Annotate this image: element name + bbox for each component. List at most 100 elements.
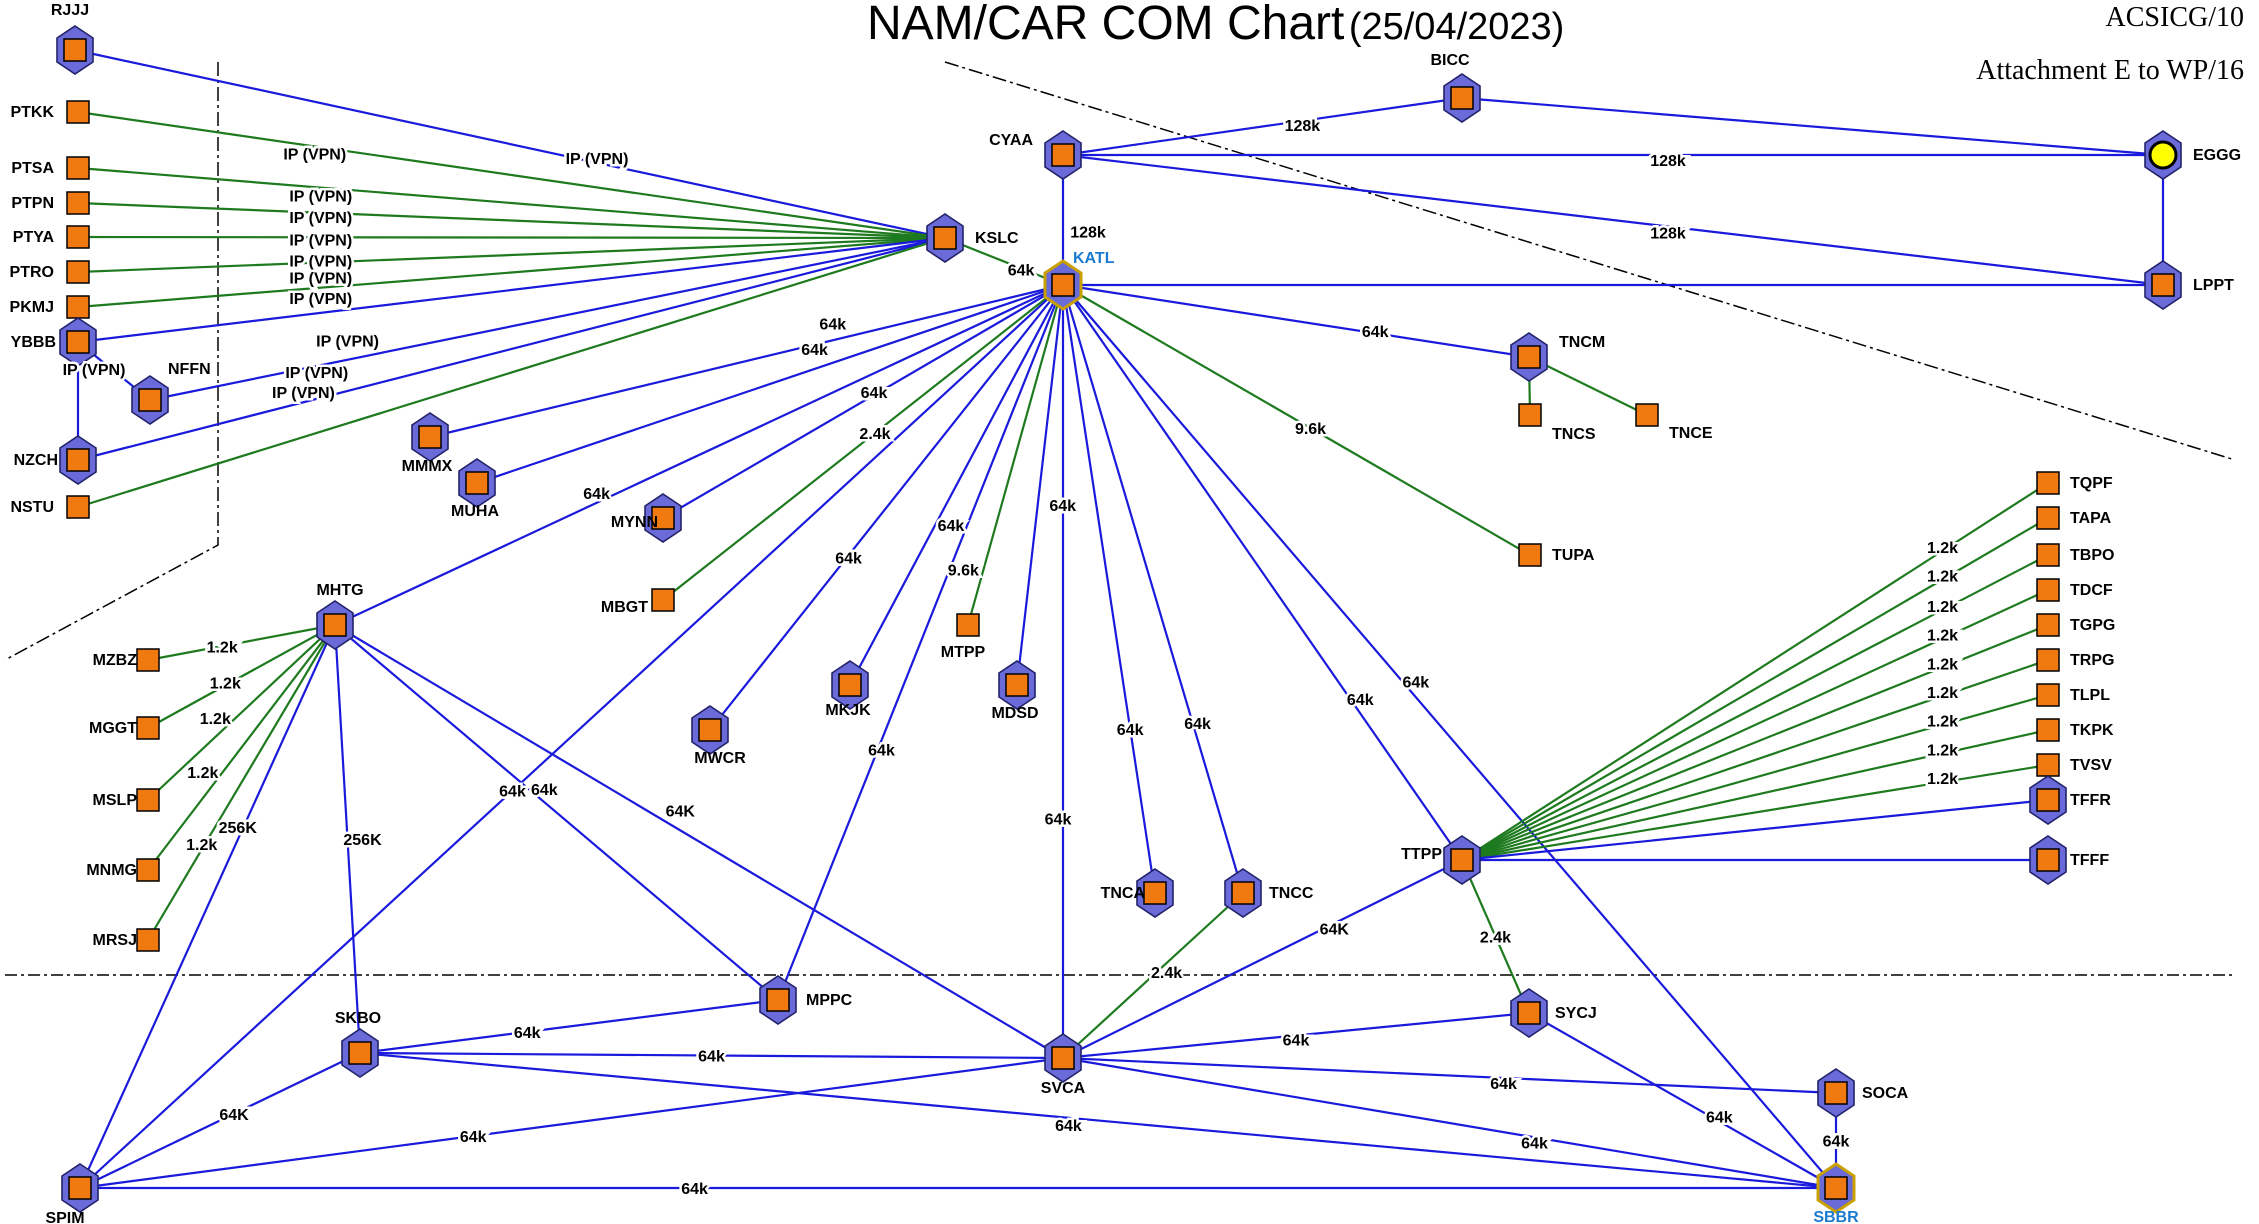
link-line xyxy=(77,166,946,240)
node-tnca[interactable]: TNCA xyxy=(1101,868,1174,918)
link-line xyxy=(1062,96,1463,157)
node-tqpf[interactable]: TQPF xyxy=(2036,471,2113,495)
node-soca[interactable]: SOCA xyxy=(1817,1068,1909,1118)
node-label: TVSV xyxy=(2070,757,2112,774)
node-ybbb[interactable]: YBBB xyxy=(11,317,97,367)
node-nffn[interactable]: NFFN xyxy=(131,361,211,425)
node-sbbr[interactable]: SBBR xyxy=(1813,1162,1859,1224)
node-mtpp[interactable]: MTPP xyxy=(941,613,986,661)
link-mhtg-mrsj xyxy=(147,624,336,941)
link-nffn-kslc xyxy=(149,236,946,402)
node-ptro[interactable]: PTRO xyxy=(10,260,90,284)
link-line xyxy=(1461,658,2049,862)
node-ptkk[interactable]: PTKK xyxy=(10,100,90,124)
station-square-icon xyxy=(2036,613,2060,637)
node-ptya[interactable]: PTYA xyxy=(13,225,90,249)
link-label: 64k xyxy=(868,743,895,760)
link-katl-mbgt xyxy=(662,284,1064,601)
node-mmmx[interactable]: MMMX xyxy=(402,412,453,475)
station-square-icon xyxy=(2036,753,2060,777)
node-ttpp[interactable]: TTPP xyxy=(1401,835,1481,885)
node-mrsj[interactable]: MRSJ xyxy=(93,928,160,952)
node-tnce[interactable]: TNCE xyxy=(1635,403,1713,442)
node-nstu[interactable]: NSTU xyxy=(10,495,90,519)
node-tlpl[interactable]: TLPL xyxy=(2036,683,2110,707)
node-ptpn[interactable]: PTPN xyxy=(11,191,90,215)
node-bicc[interactable]: BICC xyxy=(1430,52,1481,123)
node-pkmj[interactable]: PKMJ xyxy=(10,295,90,319)
node-trpg[interactable]: TRPG xyxy=(2036,648,2114,672)
node-ptsa[interactable]: PTSA xyxy=(11,156,90,180)
link-line xyxy=(1062,1011,1530,1060)
node-tncs[interactable]: TNCS xyxy=(1518,403,1596,443)
node-cyaa[interactable]: CYAA xyxy=(989,130,1082,180)
node-mhtg[interactable]: MHTG xyxy=(316,582,364,650)
link-line xyxy=(77,236,946,462)
node-katl[interactable]: KATL xyxy=(1043,250,1115,311)
link-line xyxy=(334,624,779,1001)
node-mzbz[interactable]: MZBZ xyxy=(93,648,160,672)
link-line xyxy=(359,1051,1837,1190)
node-tdcf[interactable]: TDCF xyxy=(2036,578,2113,602)
link-svca-soca xyxy=(1062,1056,1837,1095)
boundary-pacific xyxy=(4,62,219,661)
link-label: 1.2k xyxy=(1927,656,1958,673)
link-katl-muha xyxy=(476,283,1064,485)
station-square-icon xyxy=(2036,578,2060,602)
node-mggt[interactable]: MGGT xyxy=(89,716,160,740)
node-mnmg[interactable]: MNMG xyxy=(86,858,160,882)
node-mppc[interactable]: MPPC xyxy=(759,975,853,1025)
node-mwcr[interactable]: MWCR xyxy=(691,705,746,767)
link-line xyxy=(1062,859,1463,1059)
node-tffr[interactable]: TFFR xyxy=(2029,775,2111,825)
link-mhtg-skbo xyxy=(333,624,362,1054)
link-line xyxy=(966,284,1065,626)
station-square-icon xyxy=(1231,881,1255,905)
link-katl-spim xyxy=(79,284,1064,1189)
station-square-icon xyxy=(1824,1176,1848,1200)
node-mslp[interactable]: MSLP xyxy=(93,788,160,812)
node-tfff[interactable]: TFFF xyxy=(2029,835,2109,885)
node-skbo[interactable]: SKBO xyxy=(335,1010,381,1078)
link-line xyxy=(1528,356,1648,416)
link-line xyxy=(147,623,336,662)
node-spim[interactable]: SPIM xyxy=(45,1163,99,1224)
node-label: BICC xyxy=(1430,52,1470,69)
node-tupa[interactable]: TUPA xyxy=(1518,543,1595,567)
link-line xyxy=(77,235,946,240)
node-tbpo[interactable]: TBPO xyxy=(2036,543,2114,567)
node-mdsd[interactable]: MDSD xyxy=(991,660,1039,722)
station-square-icon xyxy=(66,225,90,249)
node-eggg[interactable]: EGGG xyxy=(2144,130,2241,180)
link-line xyxy=(77,110,946,240)
link-line xyxy=(1062,1056,1837,1190)
node-tncc[interactable]: TNCC xyxy=(1224,868,1314,918)
node-label: MZBZ xyxy=(93,652,138,669)
node-lppt[interactable]: LPPT xyxy=(2144,260,2234,310)
node-tgpg[interactable]: TGPG xyxy=(2036,613,2115,637)
link-line xyxy=(359,998,779,1055)
link-label: 128k xyxy=(1285,118,1321,135)
link-line xyxy=(79,284,1064,1189)
node-mynn[interactable]: MYNN xyxy=(611,493,682,543)
link-label: 64k xyxy=(1521,1135,1548,1152)
node-muha[interactable]: MUHA xyxy=(451,458,499,520)
node-tncm[interactable]: TNCM xyxy=(1510,332,1605,382)
node-nzch[interactable]: NZCH xyxy=(14,435,97,485)
link-line xyxy=(147,624,336,729)
link-labels: IP (VPN)IP (VPN)IP (VPN)IP (VPN)IP (VPN)… xyxy=(60,115,1961,1200)
node-mbgt[interactable]: MBGT xyxy=(601,588,675,616)
link-label: 1.2k xyxy=(207,639,238,656)
node-sycj[interactable]: SYCJ xyxy=(1510,988,1597,1038)
station-square-icon xyxy=(63,38,87,62)
node-kslc[interactable]: KSLC xyxy=(926,213,1019,263)
node-tapa[interactable]: TAPA xyxy=(2036,506,2112,530)
node-tkpk[interactable]: TKPK xyxy=(2036,718,2114,742)
node-svca[interactable]: SVCA xyxy=(1041,1033,1086,1097)
node-rjjj[interactable]: RJJJ xyxy=(51,2,94,75)
node-mkjk[interactable]: MKJK xyxy=(825,660,871,719)
station-square-icon xyxy=(2036,506,2060,530)
link-line xyxy=(662,284,1064,519)
node-tvsv[interactable]: TVSV xyxy=(2036,753,2112,777)
